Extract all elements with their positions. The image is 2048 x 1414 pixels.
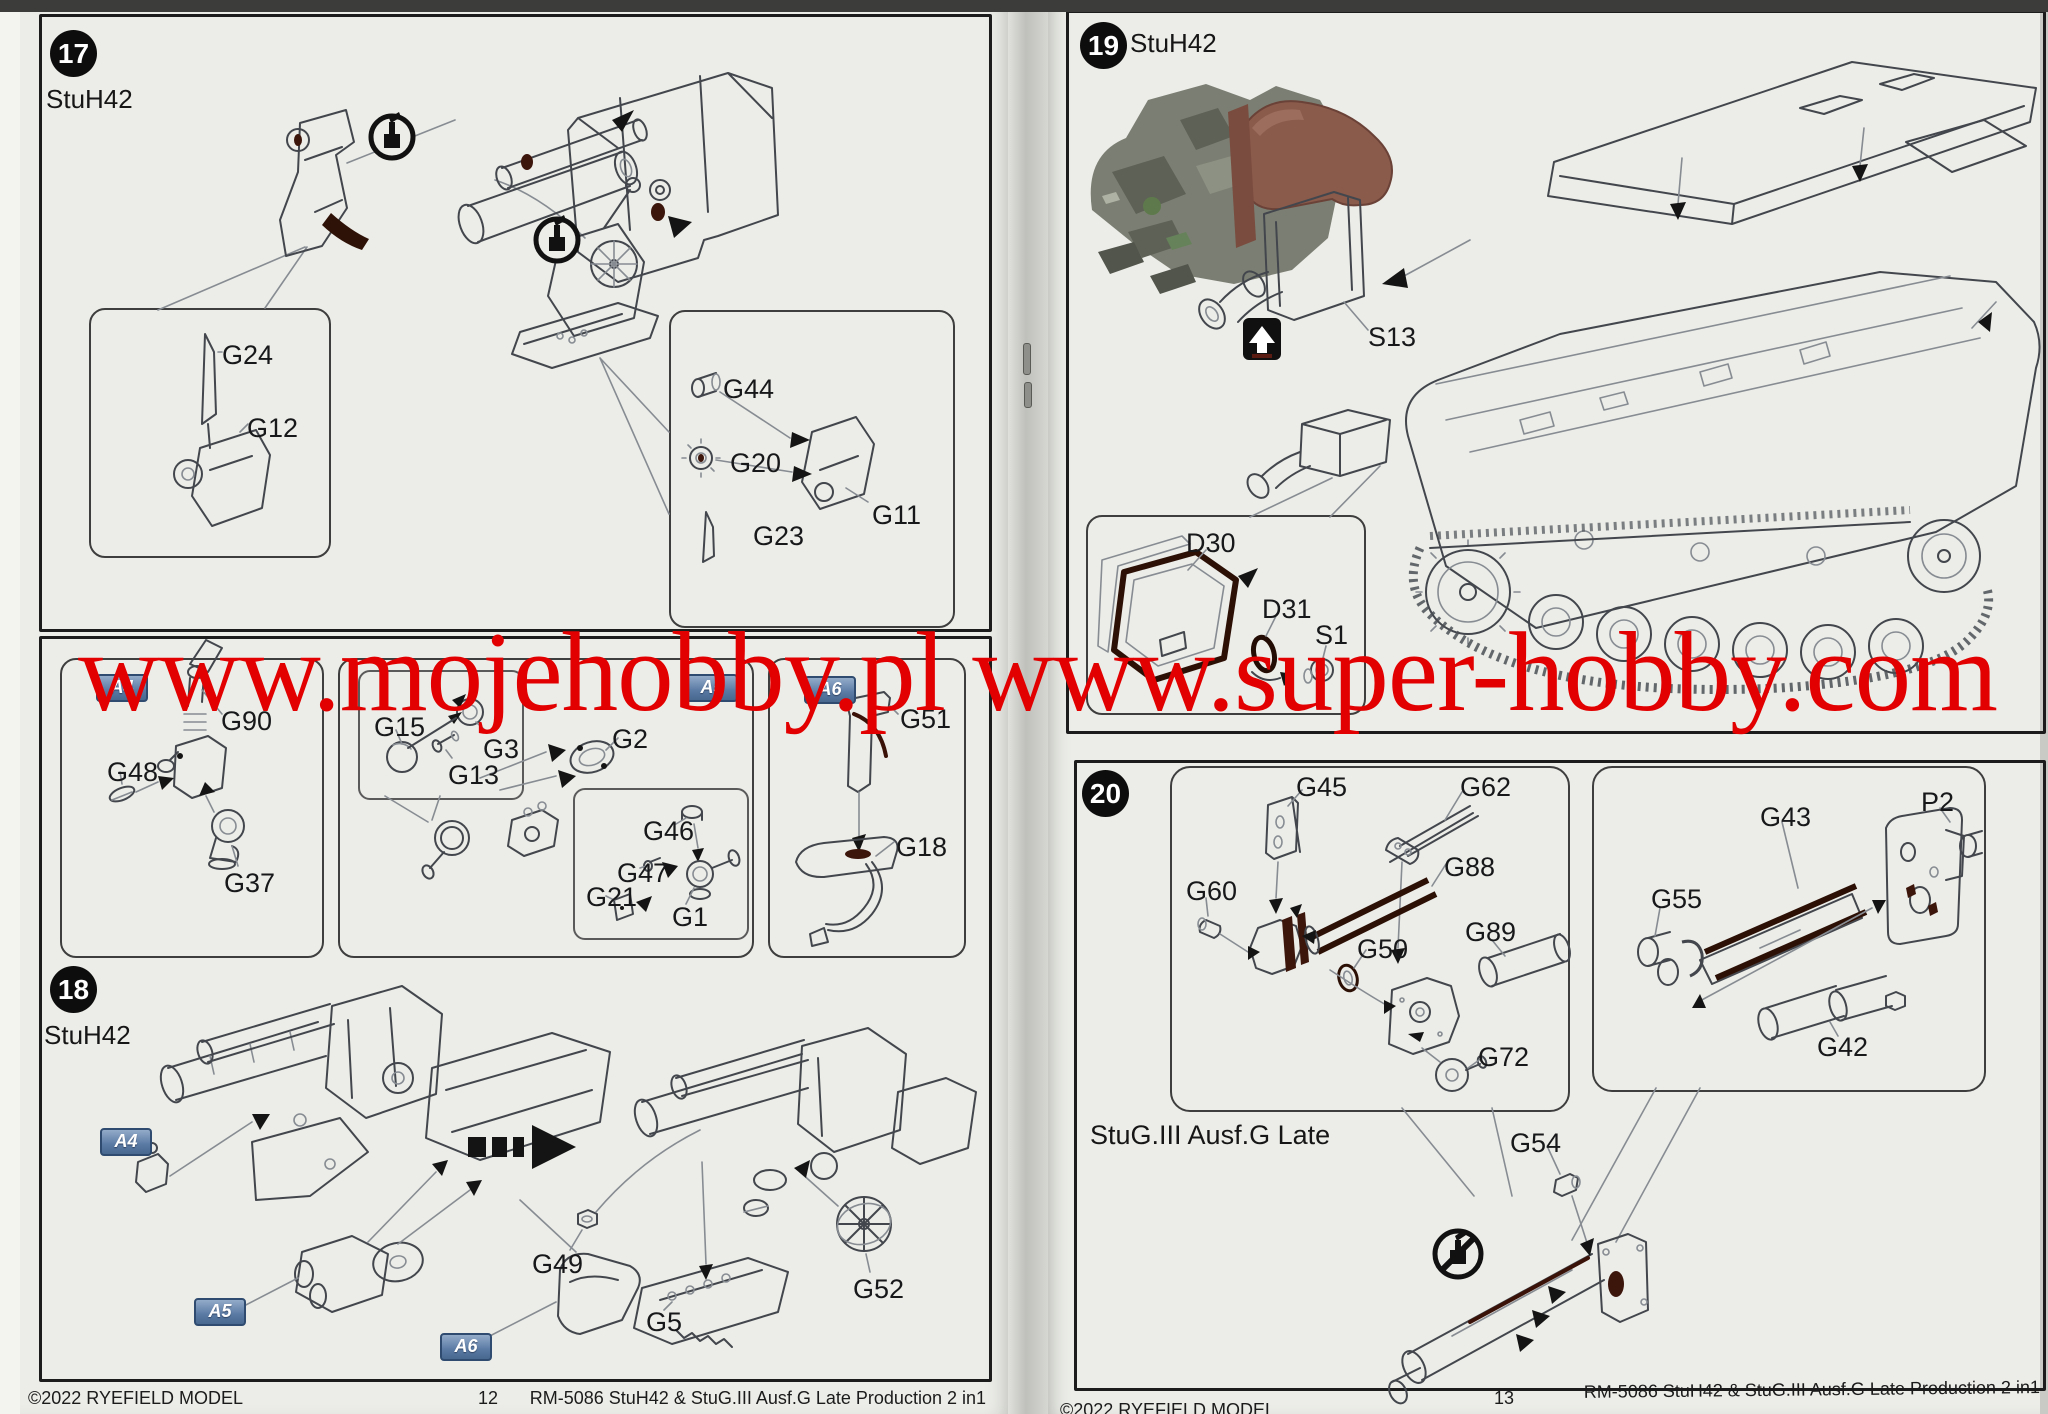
- part-label-G60: G60: [1186, 876, 1238, 906]
- part-label-G62: G62: [1460, 772, 1512, 802]
- part-label-G12: G12: [247, 413, 299, 443]
- staple: [1023, 343, 1031, 375]
- step20-left-panel-art: [1197, 789, 1571, 1092]
- part-label-G55: G55: [1651, 884, 1703, 914]
- step19-number: 19: [1080, 22, 1127, 69]
- step17-callout-b-art: [681, 372, 875, 563]
- part-label-G54: G54: [1510, 1128, 1562, 1158]
- part-label-S13: S13: [1368, 322, 1417, 352]
- step20-caption: StuG.III Ausf.G Late: [1090, 1120, 1331, 1150]
- step20-number: 20: [1082, 770, 1129, 817]
- step17-variant: StuH42: [46, 84, 133, 114]
- part-label-G11: G11: [872, 500, 922, 530]
- subassembly-badge-A4: A4: [100, 1128, 152, 1156]
- right-footer-page-number: 13: [1494, 1388, 1515, 1408]
- part-label-G5: G5: [646, 1307, 683, 1337]
- part-label-G72: G72: [1478, 1042, 1530, 1072]
- part-label-G49: G49: [532, 1249, 584, 1279]
- subassembly-badge-A5: A5: [194, 1298, 246, 1326]
- step17-number: 17: [50, 30, 97, 77]
- shop-watermark: www.mojehobby.pl www.super-hobby.com: [78, 610, 1998, 735]
- part-label-G44: G44: [723, 374, 775, 404]
- step17-callout-a-box: [89, 308, 331, 558]
- step17-callout-b-box: [669, 310, 955, 628]
- subassembly-badge-A5: A5: [686, 674, 738, 702]
- subassembly-badge-A4: A4: [96, 674, 148, 702]
- page-left: [20, 5, 1008, 1414]
- step19-photo: [1090, 84, 1393, 294]
- panel-a5-art: [384, 694, 741, 921]
- part-label-G20: G20: [730, 448, 782, 478]
- step17-diagram: [157, 72, 779, 515]
- panel-a6-box: [768, 658, 966, 958]
- part-label-G37: G37: [224, 868, 276, 898]
- step20-right-panel-art: [1637, 807, 1983, 1041]
- panel-a5-inner-box-2: [573, 788, 749, 940]
- part-label-G2: G2: [612, 724, 649, 754]
- part-label-G43: G43: [1760, 802, 1812, 832]
- step17-callout-a-art: [173, 333, 271, 527]
- part-label-G51: G51: [900, 704, 952, 734]
- part-label-D30: D30: [1186, 528, 1236, 558]
- step18-number: 18: [50, 966, 97, 1013]
- subassembly-badge-A6: A6: [804, 676, 856, 704]
- step19-callout-box: [1086, 515, 1366, 715]
- scan-left-edge: [0, 0, 20, 1414]
- part-label-G13: G13: [448, 760, 500, 790]
- panel-a5-inner-box-1: [358, 670, 524, 800]
- subassembly-badge-A6: A6: [440, 1333, 492, 1361]
- part-label-G90: G90: [221, 706, 273, 736]
- part-label-G1: G1: [672, 902, 709, 932]
- step20-left-panel-box: [1170, 766, 1570, 1112]
- left-footer-kit-title: RM-5086 StuH42 & StuG.III Ausf.G Late Pr…: [529, 1388, 986, 1408]
- part-label-P2: P2: [1921, 787, 1955, 817]
- glue-bottle-icon: [368, 112, 416, 161]
- page-gutter: [1008, 0, 1048, 1414]
- part-label-G52: G52: [853, 1274, 905, 1304]
- panel-a6-art: [795, 691, 899, 947]
- step17-frame: [39, 14, 992, 632]
- part-label-G45: G45: [1296, 772, 1348, 802]
- part-label-G50: G50: [1357, 934, 1409, 964]
- part-label-D31: D31: [1262, 594, 1312, 624]
- part-label-G89: G89: [1465, 917, 1517, 947]
- panel-a4-box: [60, 658, 324, 958]
- part-label-G88: G88: [1444, 852, 1496, 882]
- part-label-G23: G23: [753, 521, 805, 551]
- arrow-up-icon: [1243, 318, 1281, 360]
- part-label-G3: G3: [483, 734, 520, 764]
- step18-diagram: [135, 985, 977, 1348]
- step20-right-panel-box: [1592, 766, 1986, 1092]
- part-label-G24: G24: [222, 340, 274, 370]
- step19-diagram: [1097, 61, 2041, 694]
- part-label-G18: G18: [896, 832, 948, 862]
- step20-frame: [1074, 760, 2046, 1391]
- part-label-G21: G21: [586, 882, 638, 912]
- right-footer-copyright: ©2022 RYEFIELD MODEL: [1060, 1400, 1276, 1414]
- part-label-G47: G47: [617, 858, 669, 888]
- subassembly-and-step18-frame: [39, 636, 992, 1382]
- panel-a5-box: [338, 658, 754, 958]
- part-label-G48: G48: [107, 757, 159, 787]
- glue-bottle-icon: [533, 215, 581, 264]
- left-footer-page-number: 12: [478, 1388, 499, 1408]
- part-label-G46: G46: [643, 816, 695, 846]
- step18-variant: StuH42: [44, 1020, 131, 1050]
- step20-assembly-art: [1388, 1087, 1701, 1405]
- staple: [1024, 382, 1032, 408]
- step19-variant: StuH42: [1130, 28, 1217, 58]
- left-footer-copyright: ©2022 RYEFIELD MODEL: [28, 1388, 244, 1408]
- panel-a4-art: [108, 639, 245, 870]
- part-label-S1: S1: [1315, 620, 1349, 650]
- dashed-arrow-icon: [468, 1125, 576, 1169]
- part-label-G42: G42: [1817, 1032, 1869, 1062]
- part-label-G15: G15: [374, 712, 426, 742]
- no-glue-icon: [1432, 1228, 1484, 1280]
- scan-top-edge: [0, 0, 2048, 12]
